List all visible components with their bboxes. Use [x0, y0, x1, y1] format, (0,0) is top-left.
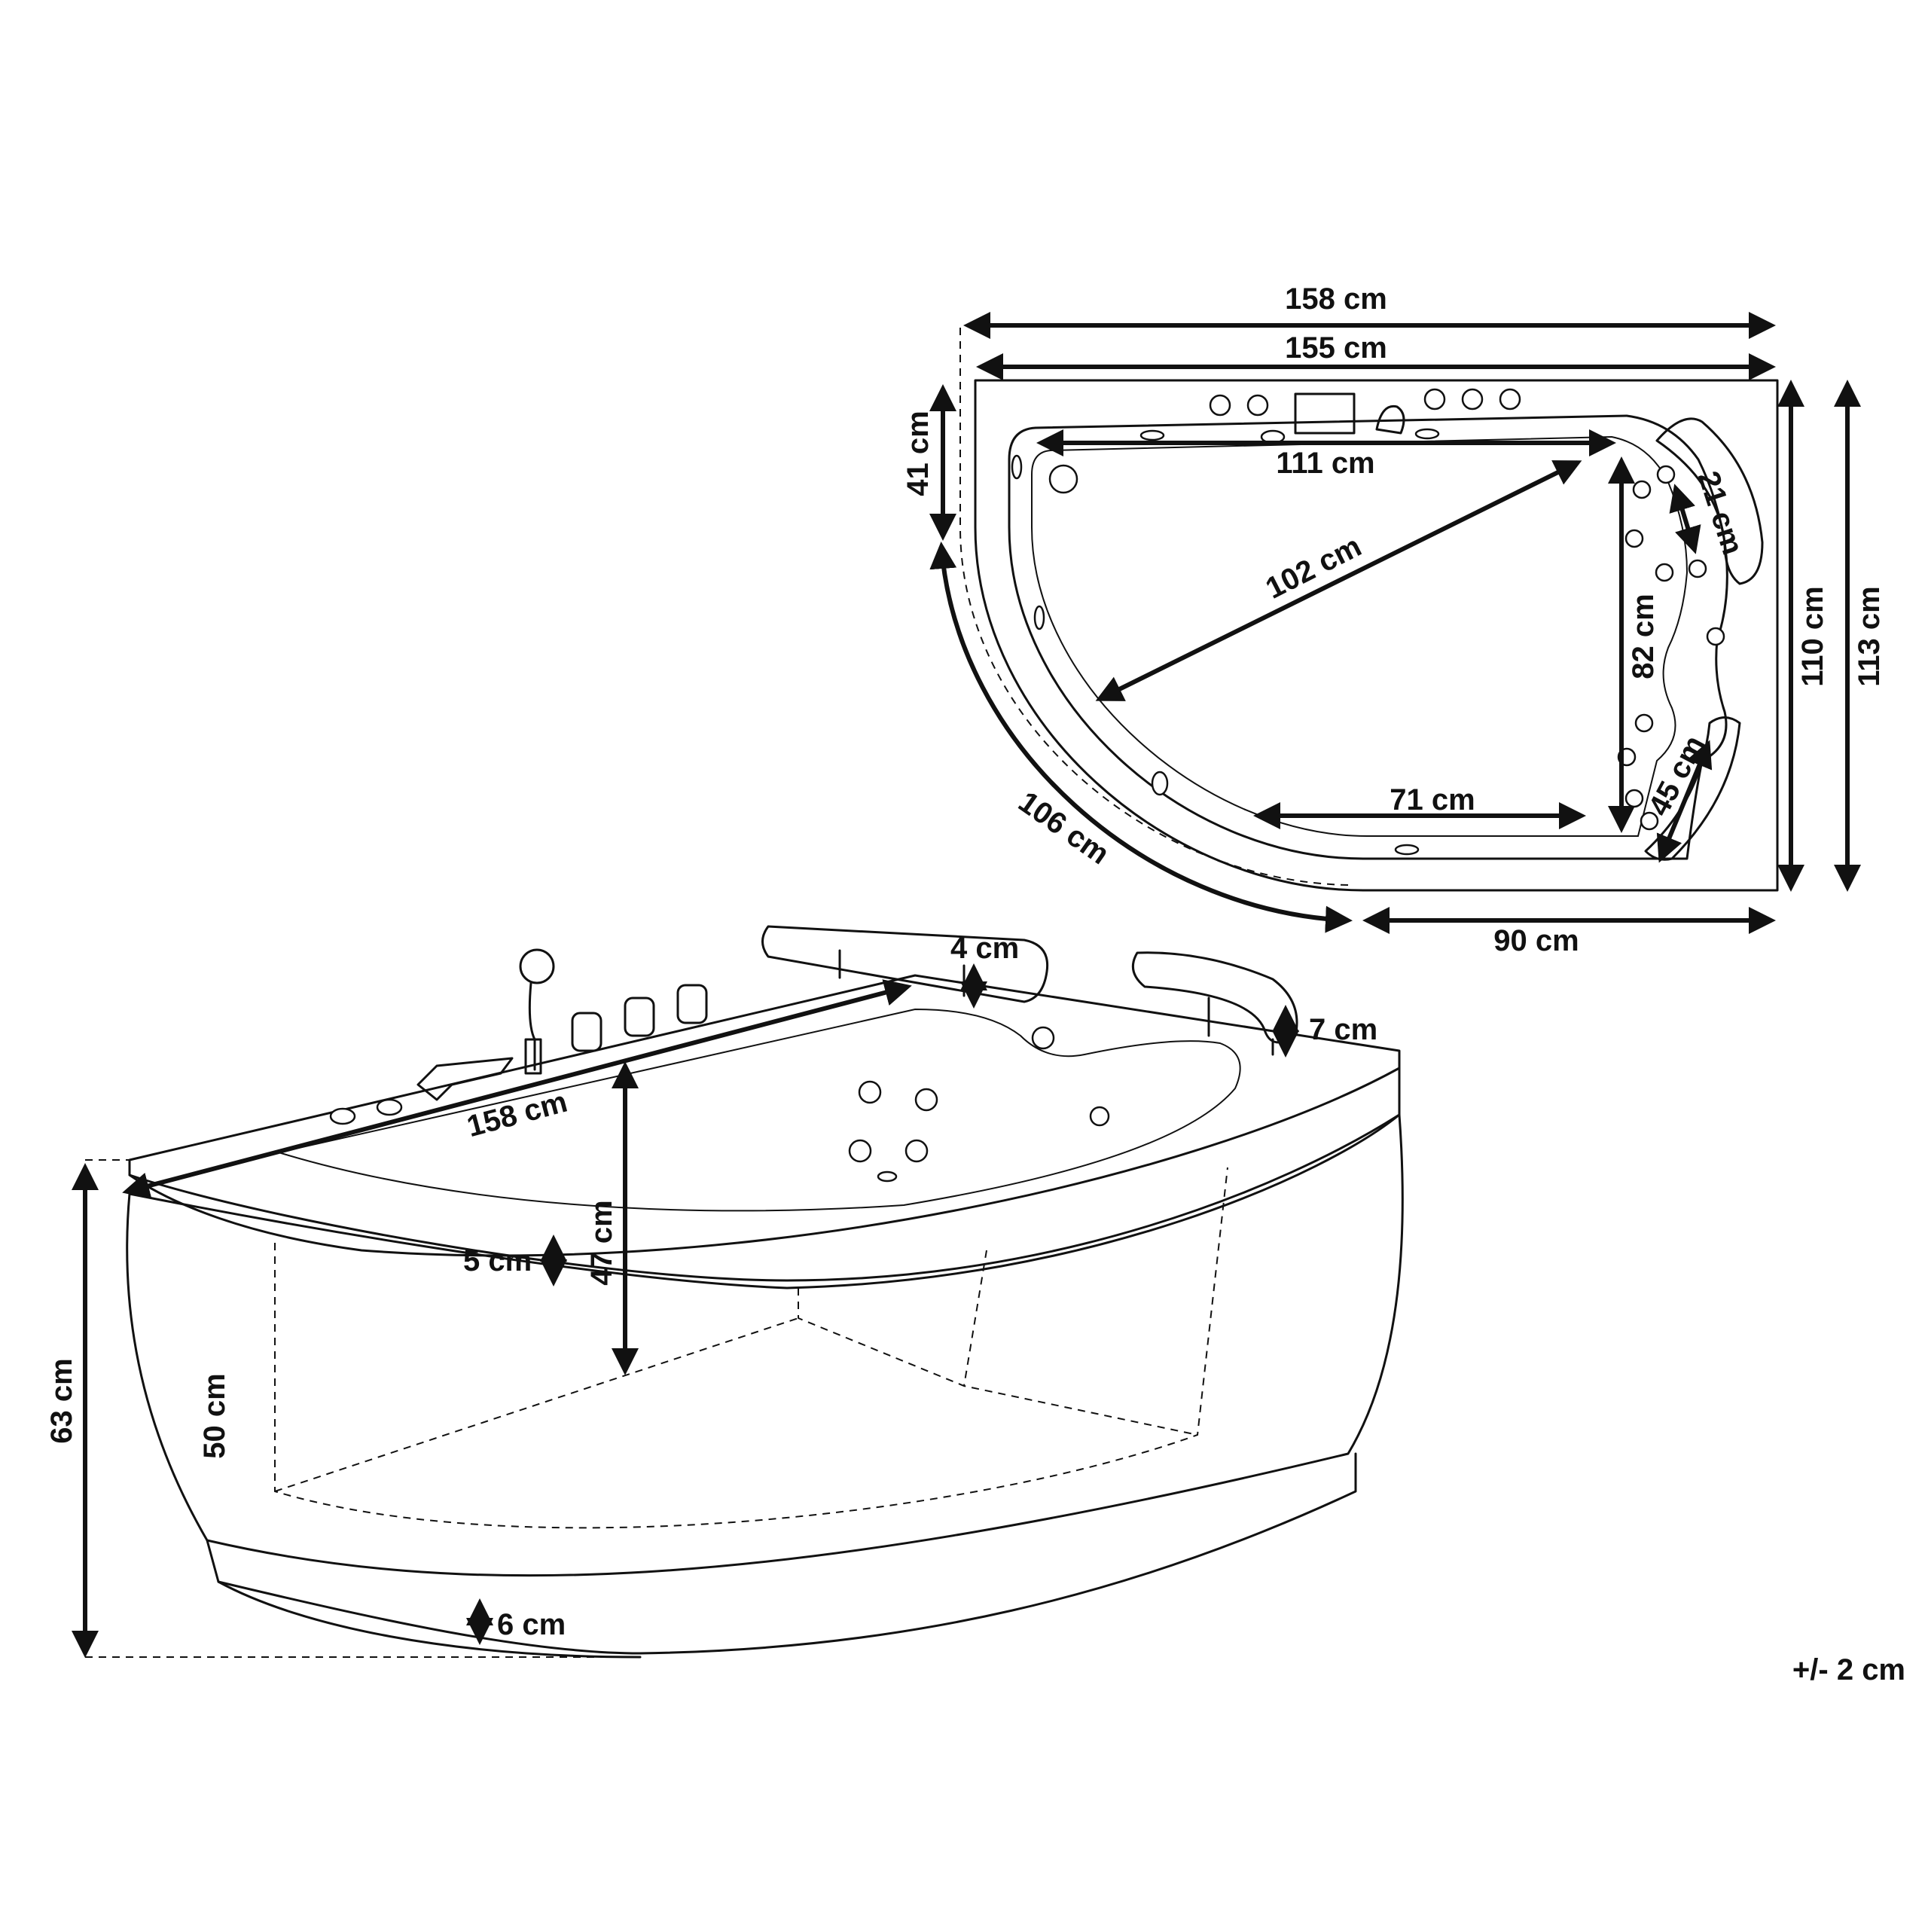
dim-total-height: 63 cm: [45, 1358, 78, 1443]
dim-inner-width: 82 cm: [1627, 594, 1660, 679]
backrest-pillow: [1655, 417, 1764, 585]
dim-bottom-straight: 90 cm: [1493, 924, 1579, 957]
dim-headrest-gap: 7 cm: [1309, 1013, 1377, 1046]
control-panel: [1294, 392, 1356, 435]
dim-base-height: 6 cm: [497, 1608, 566, 1641]
headrest-right: [1131, 951, 1298, 1044]
top-view-dimensions: 158 cm 155 cm 41 cm 111 cm 102 cm 21 cm …: [901, 282, 1886, 957]
dim-panel-height: 50 cm: [198, 1373, 231, 1458]
dim-outer-depth-total: 113 cm: [1853, 586, 1886, 686]
tub-rim: [128, 974, 1401, 1257]
perspective-dimensions: 158 cm 4 cm 7 cm 47 cm 5 cm 50 cm 63 cm …: [45, 932, 1377, 1658]
dim-inner-depth: 47 cm: [585, 1200, 618, 1285]
hand-shower: [519, 948, 555, 1075]
headrest-left: [761, 925, 1049, 1003]
dim-rim-height: 5 cm: [463, 1244, 532, 1277]
dim-top-straight-edge: 41 cm: [901, 411, 935, 496]
dim-headrest-height: 4 cm: [950, 932, 1019, 965]
tolerance-note: +/- 2 cm: [1792, 1653, 1905, 1686]
dim-backrest-length: 21 cm: [1692, 467, 1750, 558]
dim-outer-depth-inner: 110 cm: [1796, 586, 1829, 686]
dim-inner-length: 111 cm: [1276, 447, 1374, 480]
tub-base: [206, 1452, 1357, 1655]
dim-side-length: 158 cm: [463, 1085, 570, 1144]
tub-skirt: [126, 1113, 1404, 1577]
dim-bottom-width: 71 cm: [1390, 783, 1475, 816]
perspective-view: [126, 925, 1404, 1659]
dim-top-total-width: 158 cm: [1285, 282, 1387, 316]
dim-top-inner-width: 155 cm: [1285, 331, 1387, 365]
